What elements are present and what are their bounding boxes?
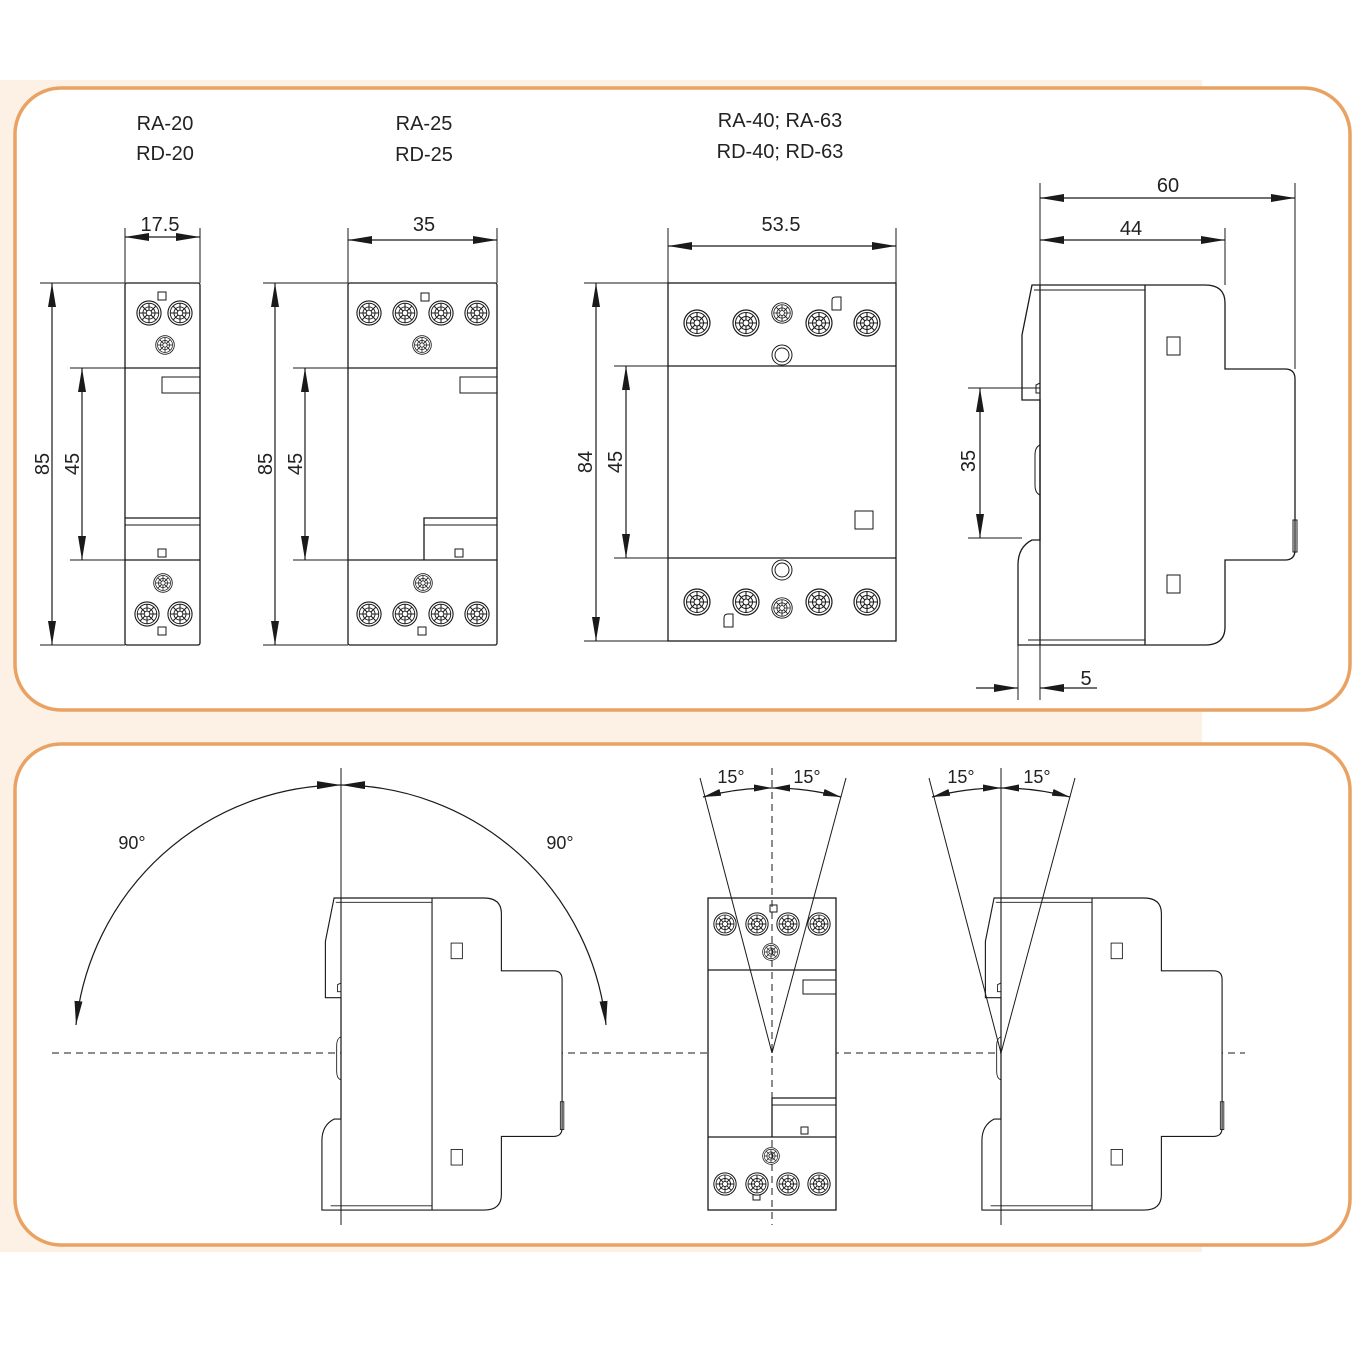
model-3-label-line1: RA-40; RA-63 <box>718 110 843 132</box>
terminal-icon <box>762 943 780 961</box>
terminal-icon <box>732 588 760 616</box>
height-dimension: 85 <box>32 453 54 475</box>
terminal-icon <box>356 300 382 326</box>
rail-width-dimension: 35 <box>958 450 980 472</box>
terminal-icon <box>155 335 175 355</box>
angle-label-right: 15° <box>1023 767 1050 787</box>
model-ra40-front-view: RA-40; RA-63 RD-40; RD-63 53.5 84 45 <box>575 110 897 642</box>
terminal-icon <box>853 309 881 337</box>
terminal-icon <box>428 601 454 627</box>
terminal-icon <box>776 912 800 936</box>
terminal-icon <box>683 309 711 337</box>
terminal-icon <box>732 309 760 337</box>
depth-front-dimension: 44 <box>1120 218 1142 240</box>
model-2-label-line2: RD-25 <box>395 144 453 166</box>
model-ra20-front-view: RA-20 RD-20 17.5 85 45 <box>32 113 201 646</box>
model-3-label-line2: RD-40; RD-63 <box>717 141 844 163</box>
terminal-icon <box>713 912 737 936</box>
terminal-icon <box>745 912 769 936</box>
terminal-icon <box>167 300 193 326</box>
side-view: 60 44 35 5 <box>958 175 1298 700</box>
height-dimension: 84 <box>575 451 597 473</box>
terminal-icon <box>464 300 490 326</box>
terminal-icon <box>392 300 418 326</box>
rail-dimension: 45 <box>285 453 307 475</box>
terminal-icon <box>464 601 490 627</box>
terminal-icon <box>153 573 173 593</box>
model-ra25-front-view: RA-25 RD-25 35 85 45 <box>255 113 498 646</box>
width-dimension: 35 <box>413 214 435 236</box>
terminal-icon <box>356 601 382 627</box>
terminal-icon <box>776 1172 800 1196</box>
model-1-label-line1: RA-20 <box>137 113 194 135</box>
terminal-icon <box>771 302 793 324</box>
terminal-icon <box>805 309 833 337</box>
model-2-label-line1: RA-25 <box>396 113 453 135</box>
terminal-icon <box>392 601 418 627</box>
angle-label-left: 15° <box>947 767 974 787</box>
terminal-icon <box>807 1172 831 1196</box>
offset-dimension: 5 <box>1080 668 1091 690</box>
angle-label-left: 90° <box>118 833 145 853</box>
terminal-icon <box>745 1172 769 1196</box>
terminal-icon <box>134 601 160 627</box>
tilt-front-view: 15° 15° <box>699 767 847 1225</box>
model-1-label-line2: RD-20 <box>136 143 194 165</box>
terminal-icon <box>413 573 433 593</box>
width-dimension: 17.5 <box>141 214 180 236</box>
terminal-icon <box>713 1172 737 1196</box>
angle-label-left: 15° <box>717 767 744 787</box>
terminal-icon <box>853 588 881 616</box>
terminal-icon <box>762 1147 780 1165</box>
angle-label-right: 90° <box>546 833 573 853</box>
rotation-side-view: 90° 90° <box>74 768 608 1225</box>
terminal-icon <box>428 300 454 326</box>
terminal-icon <box>136 300 162 326</box>
width-dimension: 53.5 <box>762 214 801 236</box>
terminal-icon <box>167 601 193 627</box>
terminal-icon <box>807 912 831 936</box>
rail-dimension: 45 <box>62 453 84 475</box>
tilt-side-view: 15° 15° <box>928 767 1225 1225</box>
depth-total-dimension: 60 <box>1157 175 1179 197</box>
angle-label-right: 15° <box>793 767 820 787</box>
terminal-icon <box>412 335 432 355</box>
rail-dimension: 45 <box>605 451 627 473</box>
terminal-icon <box>683 588 711 616</box>
terminal-icon <box>771 597 793 619</box>
terminal-icon <box>805 588 833 616</box>
height-dimension: 85 <box>255 453 277 475</box>
